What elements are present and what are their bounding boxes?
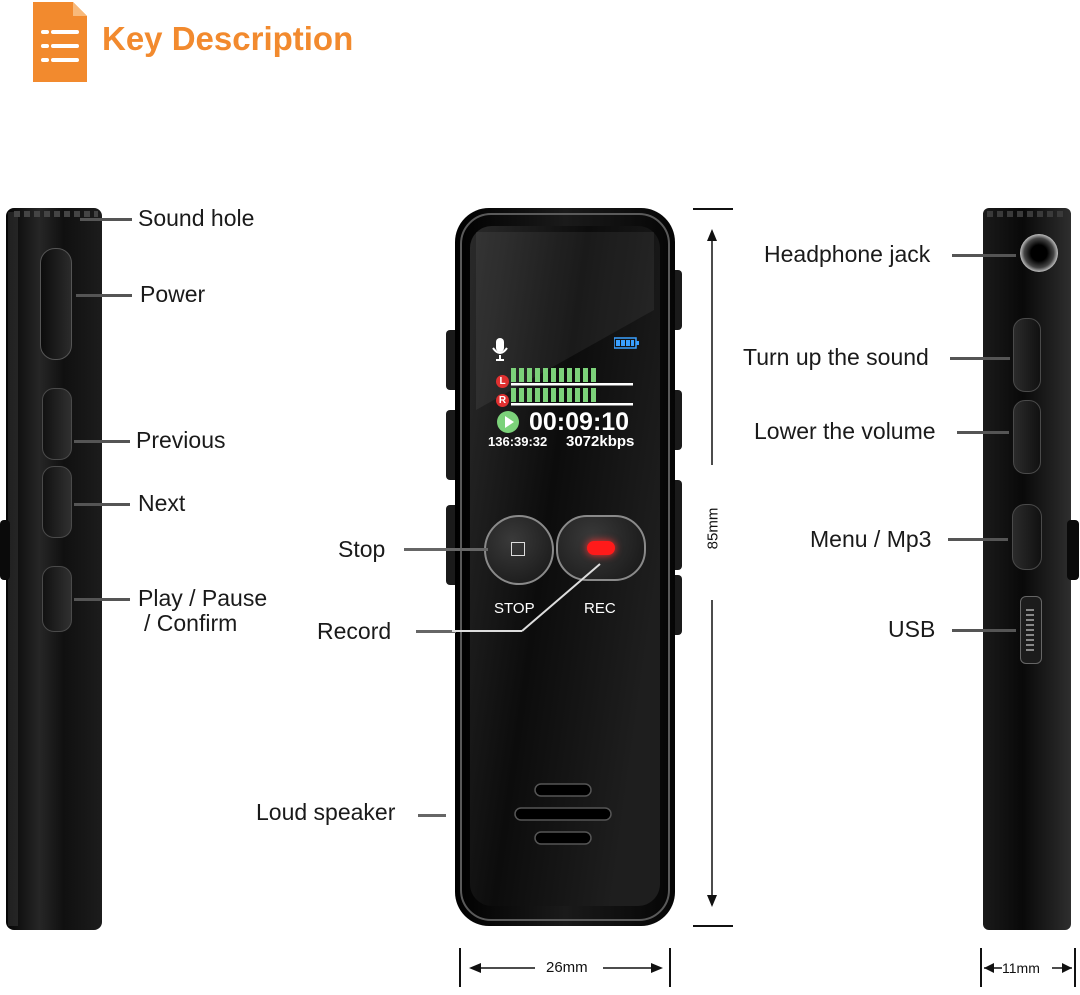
leader-line xyxy=(80,218,132,221)
menu-button[interactable] xyxy=(1012,504,1042,570)
thickness-label: 11mm xyxy=(1002,960,1040,976)
bitrate: 3072kbps xyxy=(566,433,635,450)
leader-line xyxy=(418,814,446,817)
label-confirm: / Confirm xyxy=(144,610,238,636)
width-dimension xyxy=(455,945,675,990)
page-title: Key Description xyxy=(102,20,354,57)
stop-button-caption: STOP xyxy=(494,600,535,617)
rec-button-caption: REC xyxy=(584,600,616,617)
label-next: Next xyxy=(138,490,186,516)
play-pause-button[interactable] xyxy=(42,566,72,632)
width-label: 26mm xyxy=(546,959,588,976)
label-record: Record xyxy=(317,618,392,644)
previous-button[interactable] xyxy=(42,388,72,460)
leader-line xyxy=(948,538,1008,541)
leader-line-diagonal xyxy=(450,560,610,635)
screen: L R 00 xyxy=(486,326,646,456)
channel-right-text: R xyxy=(498,395,507,406)
label-headphone-jack: Headphone jack xyxy=(764,241,931,267)
label-power: Power xyxy=(140,281,206,307)
leader-line xyxy=(416,630,456,633)
leader-line xyxy=(74,598,130,601)
volume-down-button[interactable] xyxy=(1013,400,1041,474)
header: Key Description xyxy=(0,0,420,90)
label-previous: Previous xyxy=(136,427,226,453)
next-button[interactable] xyxy=(42,466,72,538)
battery-icon xyxy=(613,336,640,349)
label-turn-up-sound: Turn up the sound xyxy=(743,344,929,370)
label-sound-hole: Sound hole xyxy=(138,205,255,231)
height-dimension xyxy=(690,205,740,930)
mic-icon xyxy=(491,338,509,362)
power-switch[interactable] xyxy=(40,248,72,360)
stop-square-icon xyxy=(511,542,525,556)
label-menu-mp3: Menu / Mp3 xyxy=(810,526,932,552)
play-icon xyxy=(496,410,520,434)
leader-line xyxy=(950,357,1010,360)
usb-icon xyxy=(1026,607,1034,651)
volume-up-button[interactable] xyxy=(1013,318,1041,392)
level-meter-right xyxy=(511,388,635,406)
remaining-time: 136:39:32 xyxy=(488,434,548,449)
height-label: 85mm xyxy=(704,507,722,550)
channel-left-badge: L xyxy=(496,375,509,388)
leader-line xyxy=(957,431,1009,434)
leader-line xyxy=(76,294,132,297)
label-stop: Stop xyxy=(338,536,386,562)
label-usb: USB xyxy=(888,616,936,642)
record-time: 00:09:10 xyxy=(529,408,630,436)
leader-line xyxy=(952,629,1016,632)
leader-line xyxy=(74,503,130,506)
label-lower-volume: Lower the volume xyxy=(754,418,936,444)
label-play-pause: Play / Pause xyxy=(138,585,268,611)
leader-line xyxy=(404,548,488,551)
rec-indicator-icon xyxy=(587,541,615,555)
channel-left-text: L xyxy=(499,376,506,387)
headphone-jack[interactable] xyxy=(1020,234,1058,272)
rec-button[interactable] xyxy=(556,515,646,581)
leader-line xyxy=(74,440,130,443)
channel-right-badge: R xyxy=(496,394,509,407)
leader-line xyxy=(952,254,1016,257)
level-meter-left xyxy=(511,368,635,386)
thickness-dimension xyxy=(976,945,1080,990)
label-loud-speaker: Loud speaker xyxy=(256,799,396,825)
list-document-icon xyxy=(33,2,87,82)
usb-port[interactable] xyxy=(1020,596,1042,664)
